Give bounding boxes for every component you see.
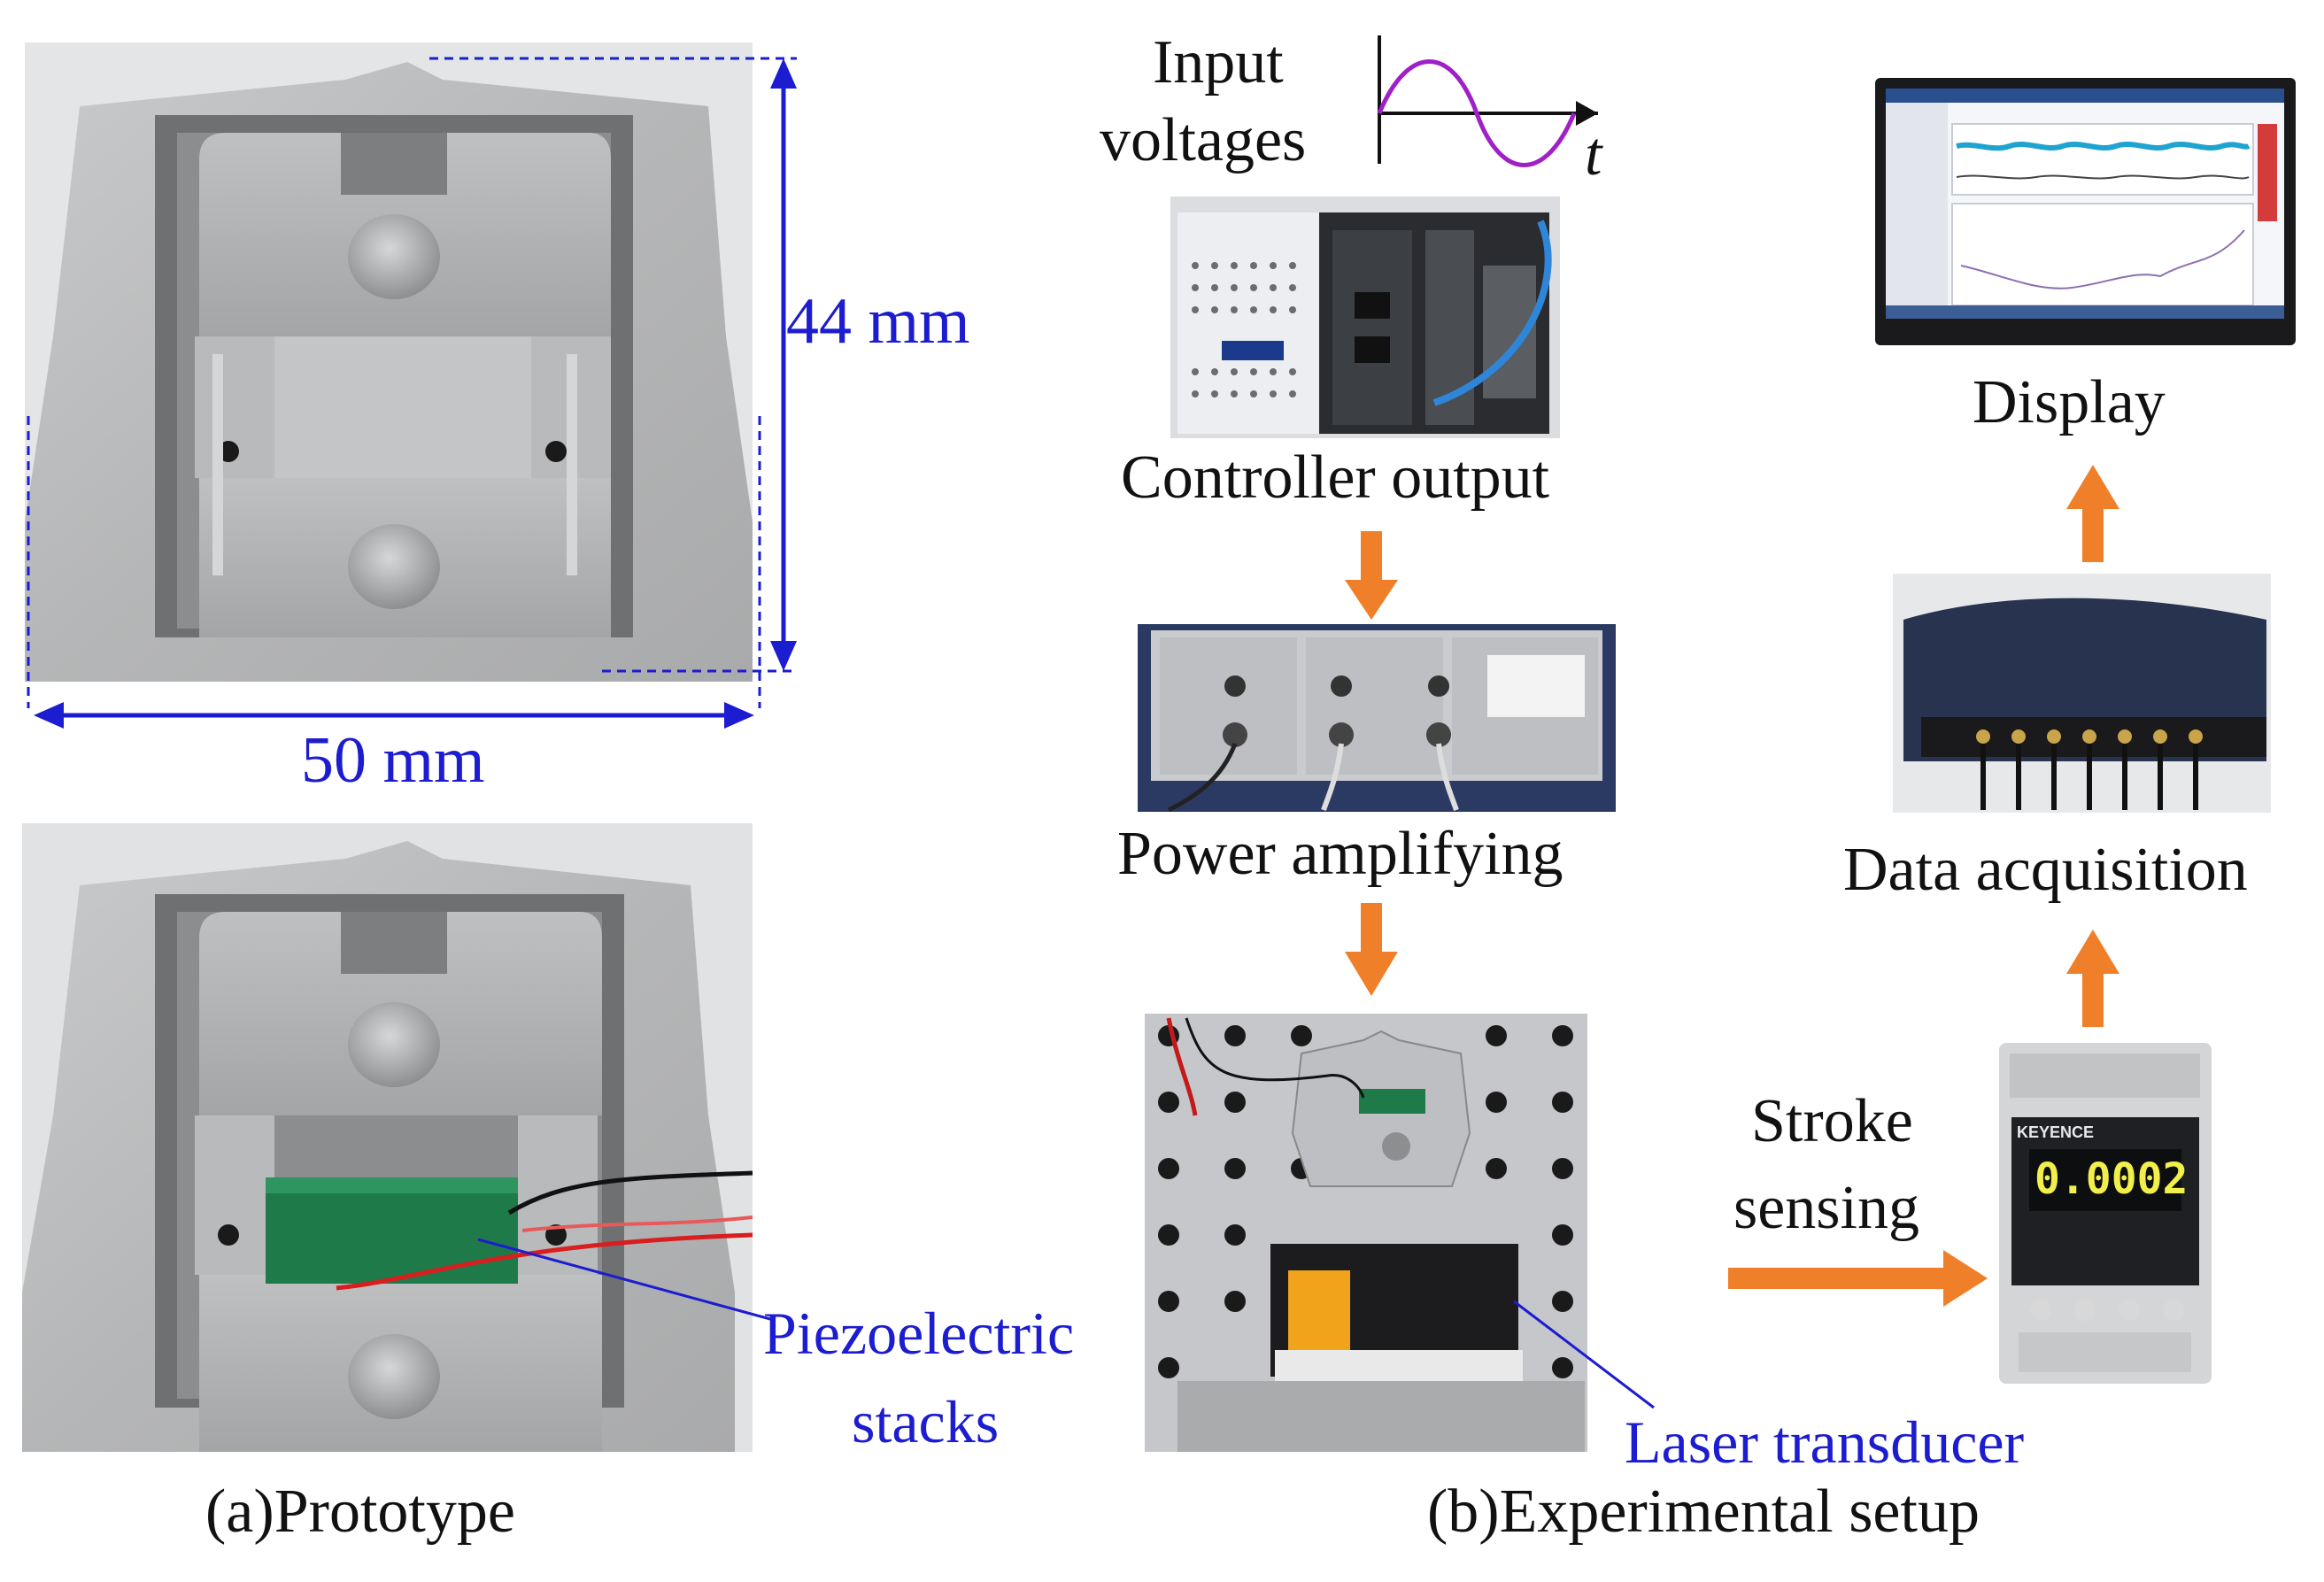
stage-photo bbox=[1145, 1014, 1587, 1452]
prototype-photo-bottom bbox=[22, 823, 753, 1452]
laser-transducer-label: Laser transducer bbox=[1625, 1408, 2025, 1476]
amplifier-photo bbox=[1138, 624, 1616, 813]
caption-b-tag: (b) bbox=[1427, 1478, 1500, 1546]
time-axis-symbol: t bbox=[1585, 120, 1602, 189]
dimension-height-label: 44 mm bbox=[786, 285, 970, 358]
dimension-width-label: 50 mm bbox=[301, 724, 485, 797]
input-label-line2: voltages bbox=[1100, 106, 1307, 174]
caption-b-text: Experimental setup bbox=[1499, 1478, 1980, 1546]
prototype-photo-top bbox=[25, 42, 753, 682]
caption-a-text: Prototype bbox=[274, 1478, 515, 1546]
data-acquisition-label: Data acquisition bbox=[1843, 836, 2248, 904]
controller-photo bbox=[1170, 197, 1560, 438]
display-photo bbox=[1875, 78, 2296, 345]
laser-leader-line bbox=[1513, 1300, 1655, 1409]
sensor-photo bbox=[1999, 1043, 2212, 1384]
piezo-label-line1: Piezoelectric bbox=[763, 1300, 1075, 1367]
input-voltage-plot bbox=[1377, 35, 1598, 167]
sine-wave bbox=[1377, 59, 1577, 167]
piezo-label-line2: stacks bbox=[852, 1388, 1000, 1455]
power-amplifying-label: Power amplifying bbox=[1117, 820, 1563, 888]
piezo-leader-line bbox=[477, 1238, 771, 1321]
stroke-label-line1: Stroke bbox=[1751, 1087, 1913, 1155]
caption-a: (a)Prototype bbox=[205, 1481, 515, 1543]
flow-arrows bbox=[1345, 465, 2119, 1307]
dimension-lines bbox=[27, 57, 797, 729]
caption-b: (b)Experimental setup bbox=[1427, 1481, 1980, 1543]
input-label-line1: Input bbox=[1153, 28, 1284, 96]
caption-a-tag: (a) bbox=[205, 1478, 274, 1546]
sensor-brand: KEYENCE bbox=[2017, 1123, 2095, 1141]
controller-output-label: Controller output bbox=[1121, 444, 1550, 512]
display-label: Display bbox=[1973, 368, 2166, 436]
stroke-label-line2: sensing bbox=[1733, 1174, 1919, 1242]
sensor-readout: 0.0002 bbox=[2034, 1154, 2189, 1204]
daq-photo bbox=[1893, 574, 2271, 813]
